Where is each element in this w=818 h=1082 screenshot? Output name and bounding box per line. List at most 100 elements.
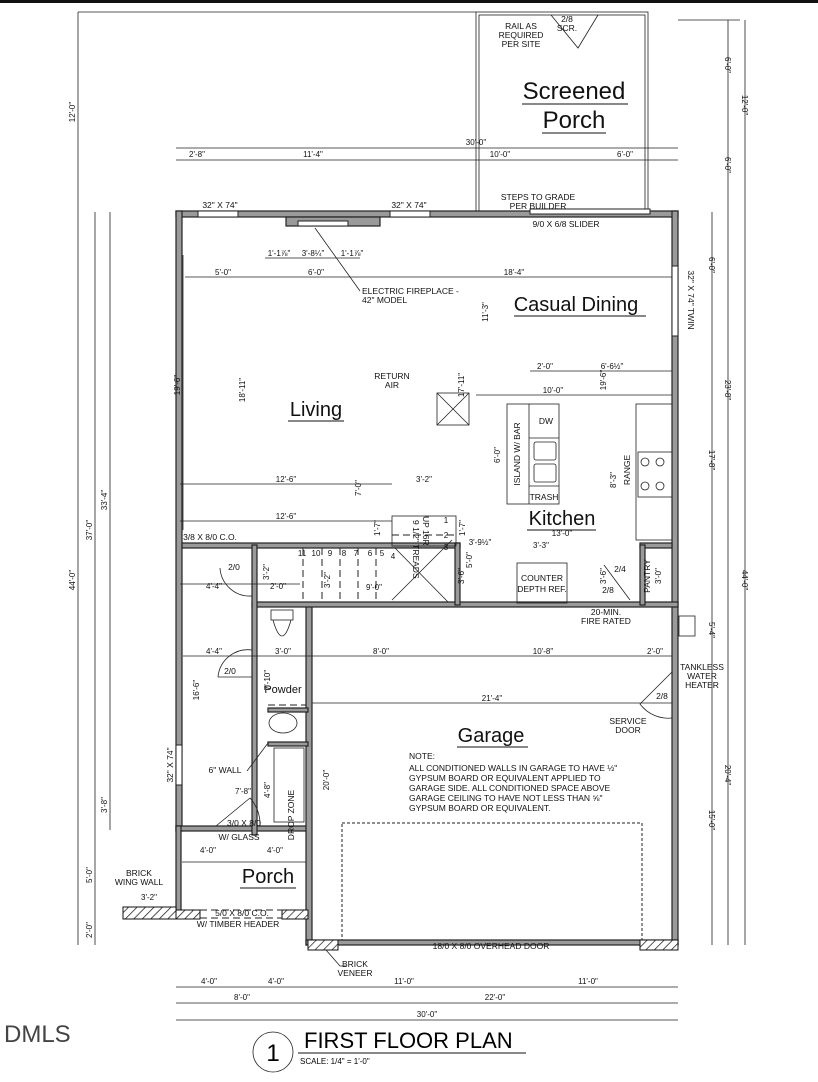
screened-porch: RAIL AS REQUIRED PER SITE 2/8 SCR. Scree… (475, 11, 649, 213)
plan-label: 6'-6½" (601, 362, 624, 371)
dimension-lines (77, 11, 746, 1021)
title-block: 1 FIRST FLOOR PLAN SCALE: 1/4" = 1'-0" D… (4, 1021, 526, 1073)
plan-label: 2/0 (224, 666, 236, 676)
plan-label: 32" X 74" (165, 747, 175, 782)
plan-label: 10'-0" (490, 150, 511, 159)
plan-label: 3'-0" (654, 568, 663, 584)
plan-label: WING WALL (115, 877, 164, 887)
watermark-logo: DMLS (4, 1021, 71, 1048)
plan-label: 20'-4" (723, 765, 732, 786)
plan-label: 6" WALL (209, 765, 242, 775)
plan-label: HEATER (685, 680, 719, 690)
dimension-labels: 30'-0" 2'-8" 11'-4" 10'-0" 6'-0" 1'-1⅞" … (68, 57, 749, 1019)
plan-label: 10'-0" (543, 386, 564, 395)
plan-label: PER SITE (502, 39, 541, 49)
plan-label: 3'-2" (262, 564, 271, 580)
exterior-walls (175, 210, 679, 946)
plan-label: 32" X 74" (391, 200, 426, 210)
front-porch: Porch BRICK WING WALL 5/0 X 8/0 C.O. W/ … (115, 866, 679, 978)
plan-label: 1'-7" (373, 520, 382, 536)
plan-label: 6 (368, 549, 373, 558)
plan-label: 3'-9½" (469, 538, 492, 547)
plan-label: 5/0 X 8/0 C.O. (215, 908, 269, 918)
window (197, 210, 239, 218)
plan-label: W/ GLASS (218, 832, 259, 842)
plan-label: AIR (385, 380, 399, 390)
plan-label: 5'-4" (707, 622, 716, 638)
plan-label: 18/0 X 8/0 OVERHEAD DOOR (433, 941, 550, 951)
plan-label: 44'-0" (740, 570, 749, 591)
plan-label: 6'-0" (723, 157, 732, 173)
plan-label: 3/8 X 8/0 C.O. (183, 532, 237, 542)
plan-label: 12'-6" (276, 475, 297, 484)
plan-label: 17'-8" (707, 450, 716, 471)
top-border (0, 0, 818, 3)
window (175, 744, 183, 786)
plan-label: DEPTH REF. (517, 584, 567, 594)
plan-label: 23'-8" (723, 380, 732, 401)
plan-label: 9 (328, 549, 333, 558)
plan-label: 8'-0" (234, 993, 250, 1002)
plan-label: 4 (391, 552, 396, 561)
plan-label: 15'-0" (707, 810, 716, 831)
plan-label: 11'-3" (481, 302, 490, 322)
plan-label: 12'-6" (276, 512, 297, 521)
plan-title: FIRST FLOOR PLAN (304, 1028, 513, 1053)
plan-label: 2/4 (614, 564, 626, 574)
plan-label: 8'-3" (609, 472, 618, 488)
window (671, 265, 679, 337)
plan-label: 1 (444, 516, 449, 525)
plan-label: 6'-0" (493, 447, 502, 463)
plan-label: 2/8 (602, 585, 614, 595)
plan-label: 10'-8" (533, 647, 554, 656)
plan-label: 42" MODEL (362, 295, 407, 305)
plan-label: DW (539, 416, 553, 426)
plan-label: GARAGE CEILING TO HAVE NOT LESS THAN ⅝" (409, 793, 603, 803)
plan-label: 7 (354, 549, 359, 558)
plan-label: TRASH (530, 492, 559, 502)
plan-label: SERVICE (609, 716, 646, 726)
plan-label: 6'-0" (308, 268, 324, 277)
plan-label: 5'-0" (465, 552, 474, 568)
plan-label: ELECTRIC FIREPLACE - (362, 286, 459, 296)
plan-label: 11'-0" (394, 977, 414, 986)
plan-label: VENEER (338, 968, 373, 978)
plan-label: 7'-10" (263, 670, 272, 691)
room-label-powder: Powder (264, 684, 302, 696)
plan-label: 2/8 (561, 14, 573, 24)
plan-label: REQUIRED (499, 30, 544, 40)
plan-label: WATER (687, 671, 717, 681)
room-label-kitchen: Kitchen (529, 508, 596, 530)
plan-label: 32" X 74" TWIN (686, 270, 696, 329)
plan-label: 12'-0" (68, 102, 77, 123)
plan-label: 2/0 (228, 562, 240, 572)
plan-label: 18'-4" (504, 268, 525, 277)
powder-and-drop-zone: Powder DROP ZONE 2/0 2/0 6" WALL 3/0 X 8… (209, 562, 306, 842)
slider-door (529, 208, 651, 215)
plan-label: STEPS TO GRADE (501, 192, 576, 202)
plan-label: DOOR (615, 725, 641, 735)
plan-label: FIRE RATED (581, 616, 631, 626)
plan-label: 7'-0" (354, 480, 363, 496)
plan-label: 12'-0" (740, 95, 749, 116)
plan-label: 3'-2" (141, 893, 157, 902)
plan-label: 5 (380, 549, 385, 558)
plan-label: 11'-4" (303, 150, 323, 159)
plan-label: 22'-0" (485, 993, 506, 1002)
plan-label: 9 1/2" TREADS (411, 520, 421, 579)
plan-label: 3'-3" (533, 541, 549, 550)
plan-label: 44'-0" (68, 570, 77, 591)
room-label-porch: Porch (242, 866, 294, 888)
kitchen-fixtures: DW TRASH ISLAND W/ BAR RANGE COUNTER DEP… (506, 403, 673, 626)
plan-label: 3'-6" (599, 568, 608, 584)
return-air-vent (436, 392, 470, 426)
plan-label: 3/0 X 8/0 (227, 818, 261, 828)
plan-label: 7'-8" (235, 787, 251, 796)
plan-label: ISLAND W/ BAR (512, 422, 522, 485)
plan-notes: STEPS TO GRADE PER BUILDER 9/0 X 6/8 SLI… (165, 192, 696, 783)
plan-label: 4'-0" (268, 977, 284, 986)
plan-label: 30'-0" (466, 138, 487, 147)
plan-label: UP 16R (421, 516, 431, 546)
plan-label: 11'-0" (578, 977, 598, 986)
plan-label: 8 (342, 549, 347, 558)
